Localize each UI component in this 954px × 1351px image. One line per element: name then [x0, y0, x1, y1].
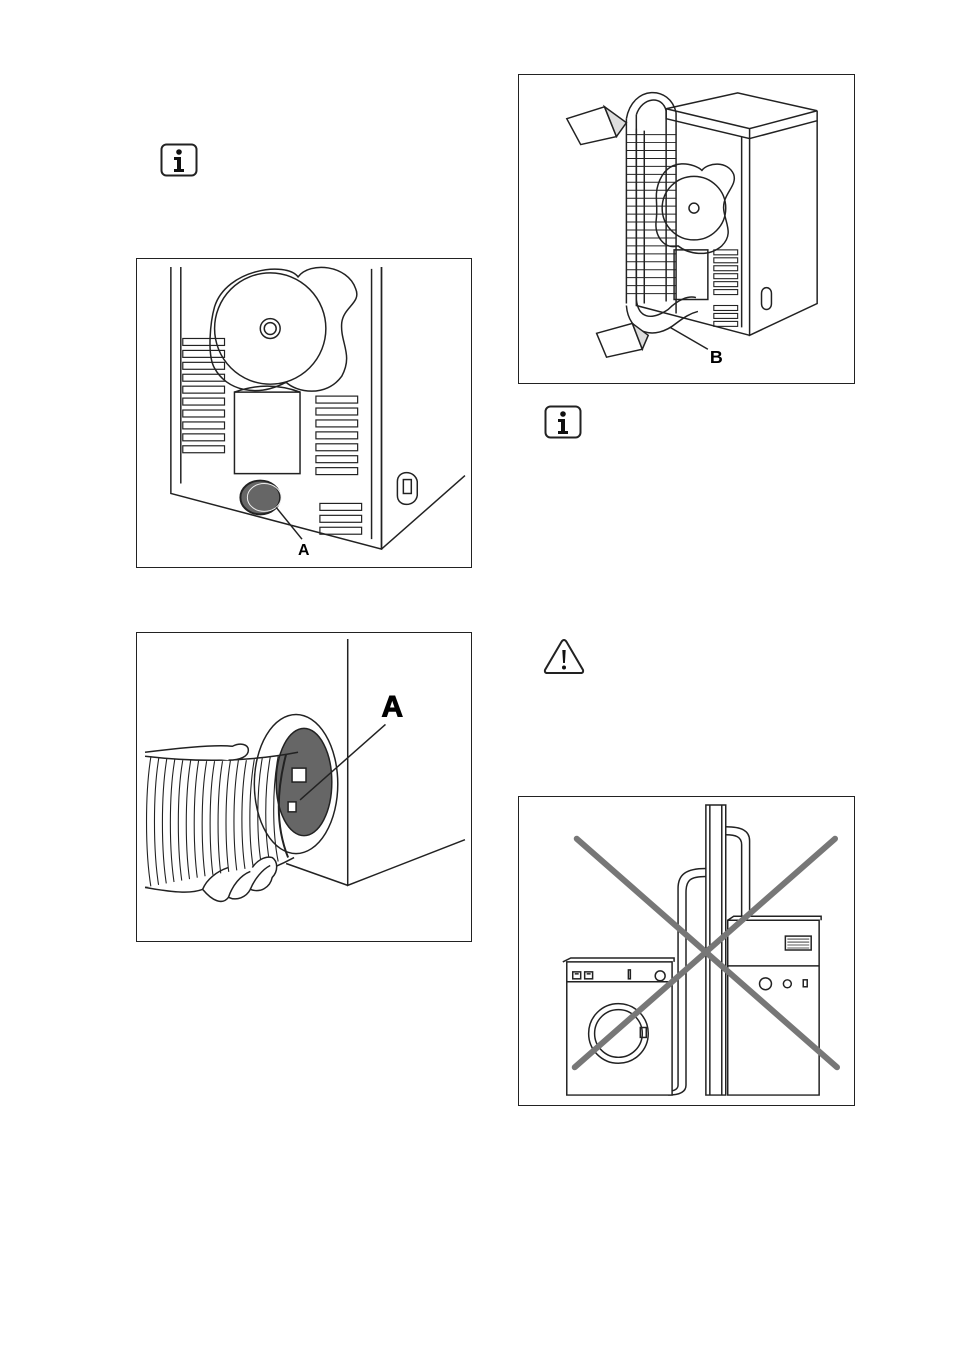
- label-a: A: [298, 542, 310, 559]
- info-icon: [544, 405, 582, 439]
- figure-dryer-back: A: [136, 258, 472, 568]
- label-b: B: [710, 347, 723, 367]
- warning-icon: [542, 637, 586, 675]
- figure-hose-attach: A: [136, 632, 472, 942]
- figure-wrong-installation: [518, 796, 855, 1106]
- info-icon: [160, 143, 198, 177]
- figure-hose-routing: B: [518, 74, 855, 384]
- label-a: A: [381, 690, 403, 723]
